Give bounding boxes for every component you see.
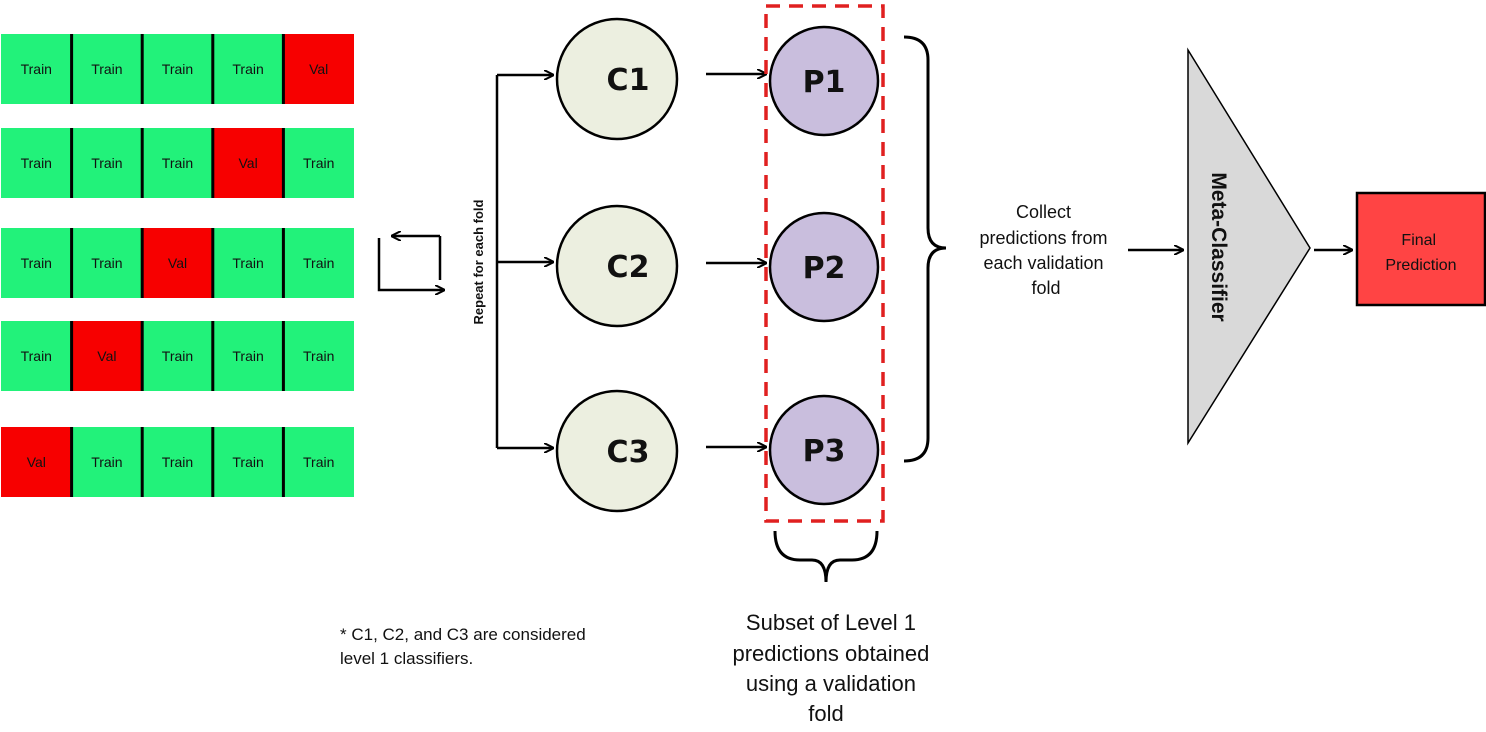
- prediction-subset-box: [764, 4, 885, 523]
- fold-cell-label: Train: [21, 255, 52, 271]
- fold-row: Train Train Train Train Val: [1, 34, 354, 104]
- fold-cell-val: [212, 128, 284, 198]
- fold-cell-train: [1, 228, 72, 298]
- classifier-c2-label: C2: [607, 250, 650, 285]
- fold-cell-train: [1, 128, 72, 198]
- fold-cell-train: [71, 34, 143, 104]
- fold-cell-val: [71, 321, 143, 391]
- fold-cell-train: [71, 128, 143, 198]
- final-label-line-1: Final: [1401, 232, 1436, 249]
- footnote: * C1, C2, and C3 are considered level 1 …: [340, 625, 590, 668]
- classifier-c1-label: C1: [607, 63, 650, 98]
- meta-classifier-label: Meta-Classifier: [1207, 172, 1230, 321]
- classifier-c3: C3: [555, 389, 679, 513]
- classifier-c3-label: C3: [607, 435, 650, 470]
- final-prediction: Final Prediction: [1355, 191, 1486, 307]
- subset-label-line-2: predictions obtained: [732, 641, 929, 666]
- branch-connector: [495, 75, 553, 448]
- fold-cell-train: [212, 34, 284, 104]
- fold-cell-train: [283, 321, 354, 391]
- fold-cell-train: [142, 34, 213, 104]
- fold-cell-label: Train: [232, 348, 263, 364]
- fold-cell-label: Train: [303, 454, 334, 470]
- classifier-c2: C2: [555, 204, 679, 328]
- fold-cell-label: Train: [162, 348, 193, 364]
- collect-label-line-2: predictions from: [979, 228, 1107, 248]
- fold-cell-train: [212, 321, 284, 391]
- fold-cell-label: Val: [27, 454, 46, 470]
- fold-cell-train: [1, 321, 72, 391]
- fold-cell-label: Train: [91, 454, 122, 470]
- prediction-p3-label: P3: [803, 434, 846, 469]
- collect-label-line-1: Collect: [1016, 202, 1071, 222]
- fold-cell-train: [142, 128, 213, 198]
- fold-cell-label: Train: [21, 61, 52, 77]
- fold-cell-train: [71, 228, 143, 298]
- fold-cell-val: [283, 34, 354, 104]
- fold-cell-label: Train: [303, 255, 334, 271]
- subset-label-line-3: using a validation: [746, 671, 916, 696]
- repeat-loop-icon: [377, 236, 444, 290]
- repeat-label: Repeat for each fold: [471, 199, 486, 324]
- footnote-line-1: * C1, C2, and C3 are considered: [340, 625, 586, 644]
- collect-label-line-4: fold: [1031, 278, 1060, 298]
- fold-cell-label: Train: [91, 155, 122, 171]
- fold-row: Train Train Train Val Train: [1, 128, 354, 198]
- fold-cell-label: Train: [91, 61, 122, 77]
- svg-text:Final Prediction: Final Prediction: [1385, 232, 1456, 274]
- fold-cell-train: [142, 427, 213, 497]
- fold-row: Val Train Train Train Train: [1, 427, 354, 497]
- fold-cell-train: [212, 427, 284, 497]
- fold-cell-label: Val: [168, 255, 187, 271]
- fold-row: Train Train Val Train Train: [1, 228, 354, 298]
- collect-label-line-3: each validation: [983, 253, 1103, 273]
- subset-label: Subset of Level 1 predictions obtained u…: [732, 610, 935, 726]
- fold-cell-train: [283, 128, 354, 198]
- fold-cell-train: [212, 228, 284, 298]
- prediction-p2-label: P2: [803, 251, 846, 286]
- fold-cell-label: Train: [232, 61, 263, 77]
- fold-cell-val: [142, 228, 213, 298]
- fold-cell-train: [1, 34, 72, 104]
- fold-cell-label: Train: [162, 454, 193, 470]
- prediction-p1: P1: [768, 25, 880, 137]
- fold-cell-train: [71, 427, 143, 497]
- fold-cell-label: Train: [162, 155, 193, 171]
- final-label-line-2: Prediction: [1385, 257, 1456, 274]
- collect-brace: [903, 35, 947, 463]
- fold-cell-label: Train: [21, 155, 52, 171]
- fold-cell-train: [283, 228, 354, 298]
- classifier-to-prediction-arrows: [706, 74, 766, 447]
- fold-cell-label: Train: [303, 348, 334, 364]
- fold-cell-label: Val: [309, 61, 328, 77]
- subset-label-line-1: Subset of Level 1: [746, 610, 916, 635]
- fold-cell-label: Train: [232, 255, 263, 271]
- classifier-c1: C1: [555, 17, 679, 141]
- fold-cell-label: Train: [21, 348, 52, 364]
- fold-cell-label: Train: [91, 255, 122, 271]
- fold-cell-val: [1, 427, 72, 497]
- fold-cell-label: Train: [232, 454, 263, 470]
- fold-row: Train Val Train Train Train: [1, 321, 354, 391]
- prediction-p1-label: P1: [803, 65, 846, 100]
- collect-label: Collect predictions from each validation…: [979, 202, 1112, 298]
- fold-cell-label: Val: [238, 155, 257, 171]
- subset-label-line-4: fold: [808, 701, 843, 726]
- fold-cell-train: [142, 321, 213, 391]
- prediction-p3: P3: [768, 394, 880, 506]
- fold-cell-label: Val: [97, 348, 116, 364]
- prediction-p2: P2: [768, 211, 880, 323]
- fold-cell-label: Train: [303, 155, 334, 171]
- meta-classifier: Meta-Classifier: [1187, 47, 1311, 446]
- subset-brace: [773, 530, 879, 583]
- footnote-line-2: level 1 classifiers.: [340, 649, 473, 668]
- fold-cell-label: Train: [162, 61, 193, 77]
- fold-cell-train: [283, 427, 354, 497]
